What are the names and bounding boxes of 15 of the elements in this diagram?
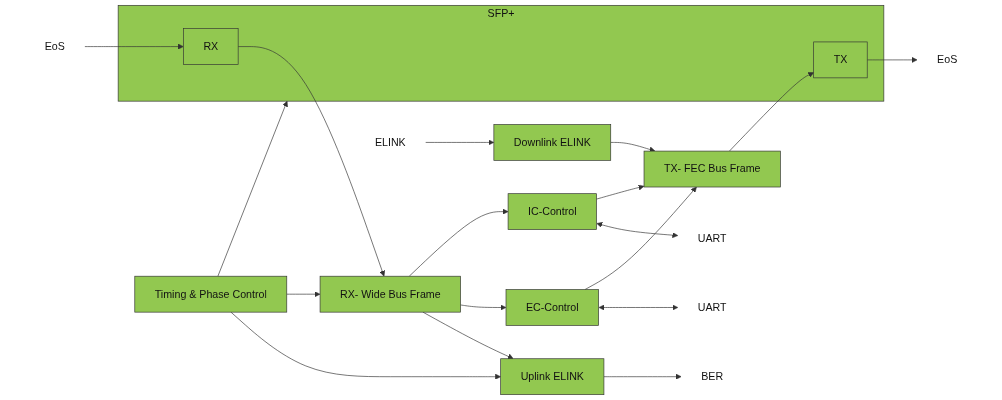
node-text: UART [697, 232, 727, 244]
node-box: Timing & Phase Control [134, 275, 288, 313]
node-text: BER [701, 370, 724, 383]
node-box: RX- Wide Bus Frame [319, 275, 461, 313]
node-text: EoS [937, 53, 958, 66]
node-box: Uplink ELINK [500, 358, 605, 395]
node-text: EoS [44, 40, 65, 52]
node-text: ELINK [374, 136, 406, 148]
node-box: TX [813, 41, 868, 79]
node-box: RX [183, 28, 239, 65]
node-text: UART [697, 301, 727, 313]
node-box: EC-Control [505, 289, 599, 326]
node-box: Downlink ELINK [493, 124, 612, 161]
node-box: TX- FEC Bus Frame [643, 150, 781, 188]
node-box: IC-Control [507, 193, 597, 230]
